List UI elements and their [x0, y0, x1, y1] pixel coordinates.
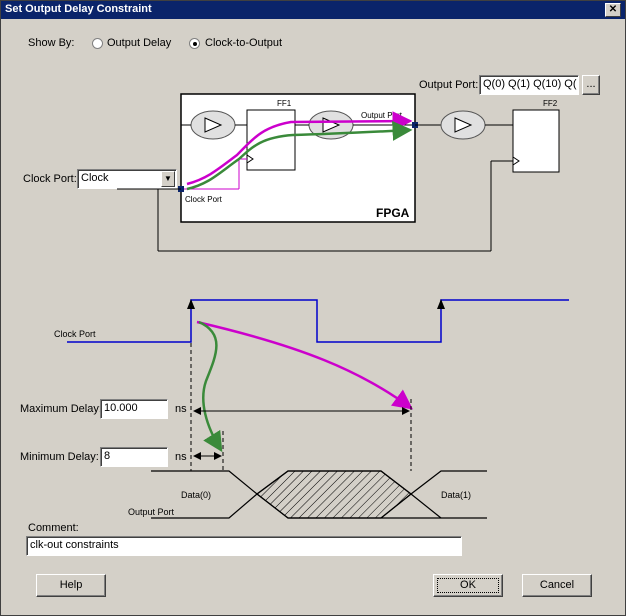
maximum-delay-label: Maximum Delay:	[20, 403, 102, 415]
comment-label: Comment:	[28, 522, 79, 534]
help-button[interactable]: Help	[36, 574, 106, 597]
diagram-output-port-label: Output Port	[361, 111, 403, 120]
chevron-down-icon[interactable]: ▼	[161, 171, 175, 187]
ff1-label: FF1	[277, 99, 292, 108]
cloud-icon	[440, 110, 486, 140]
maximum-delay-unit: ns	[175, 403, 187, 415]
comment-input[interactable]: clk-out constraints	[26, 536, 462, 556]
ff1-box	[246, 109, 296, 171]
clock-waveform	[67, 299, 569, 343]
waveform-clock-port-label: Clock Port	[54, 329, 96, 339]
title-bar: Set Output Delay Constraint ✕	[1, 1, 625, 19]
radio-output-delay-label[interactable]: Output Delay	[107, 37, 172, 49]
clock-port-select[interactable]: Clock ▼	[77, 169, 177, 189]
ff2-label: FF2	[543, 99, 558, 108]
window-title: Set Output Delay Constraint	[5, 3, 152, 15]
waveform-data0-label: Data(0)	[181, 490, 211, 500]
minimum-delay-unit: ns	[175, 451, 187, 463]
cancel-button[interactable]: Cancel	[522, 574, 592, 597]
data-transition-hatch	[256, 470, 412, 519]
output-port-field[interactable]: Q(0) Q(1) Q(10) Q(	[479, 75, 579, 95]
waveform-data1-label: Data(1)	[441, 490, 471, 500]
diagram-clock-port-label: Clock Port	[185, 195, 223, 204]
radio-output-delay[interactable]	[92, 38, 103, 49]
ff2-box	[512, 109, 560, 173]
minimum-delay-label: Minimum Delay:	[20, 451, 99, 463]
ok-button[interactable]: OK	[433, 574, 503, 597]
radio-clock-to-output[interactable]	[189, 38, 200, 49]
output-port-browse-button[interactable]: ...	[582, 75, 600, 95]
waveform-output-port-label: Output Port	[128, 507, 175, 517]
maximum-delay-input[interactable]: 10.000	[100, 399, 168, 419]
output-port-label: Output Port:	[419, 79, 479, 91]
cloud-icon	[190, 110, 236, 140]
fpga-label: FPGA	[376, 206, 410, 220]
clock-port-label: Clock Port:	[23, 173, 77, 185]
clock-port-value: Clock	[81, 172, 109, 184]
radio-clock-to-output-label[interactable]: Clock-to-Output	[205, 37, 283, 49]
minimum-delay-input[interactable]: 8	[100, 447, 168, 467]
close-icon[interactable]: ✕	[605, 3, 621, 17]
show-by-label: Show By:	[28, 37, 75, 49]
